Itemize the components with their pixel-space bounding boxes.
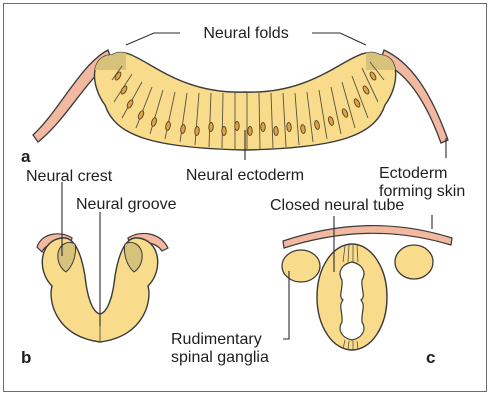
label-rudimentary-line1: Rudimentary bbox=[171, 331, 262, 348]
spinal-ganglia-leader bbox=[283, 271, 289, 339]
label-neural-groove: Neural groove bbox=[76, 196, 177, 213]
panel-b-illustration bbox=[37, 233, 168, 342]
label-closed-neural-tube: Closed neural tube bbox=[270, 197, 404, 214]
spinal-ganglion-left bbox=[282, 250, 320, 282]
label-neural-ectoderm: Neural ectoderm bbox=[186, 167, 304, 184]
panel-c-illustration bbox=[282, 226, 452, 350]
panel-label-c: c bbox=[426, 348, 435, 367]
panel-label-b: b bbox=[21, 348, 31, 367]
panel-a-illustration bbox=[33, 30, 448, 150]
neural-canal bbox=[340, 262, 364, 340]
label-rudimentary-line2: spinal ganglia bbox=[171, 349, 269, 366]
label-neural-crest: Neural crest bbox=[26, 168, 113, 185]
panel-c-skin-ectoderm bbox=[283, 226, 452, 248]
neural-folds-leader-right bbox=[312, 33, 366, 45]
label-neural-folds: Neural folds bbox=[203, 25, 288, 42]
label-ectoderm-forming-skin-line1: Ectoderm bbox=[379, 165, 447, 182]
spinal-ganglion-right bbox=[395, 245, 433, 279]
panel-label-a: a bbox=[21, 147, 31, 166]
neural-folds-leader-left bbox=[126, 33, 180, 45]
